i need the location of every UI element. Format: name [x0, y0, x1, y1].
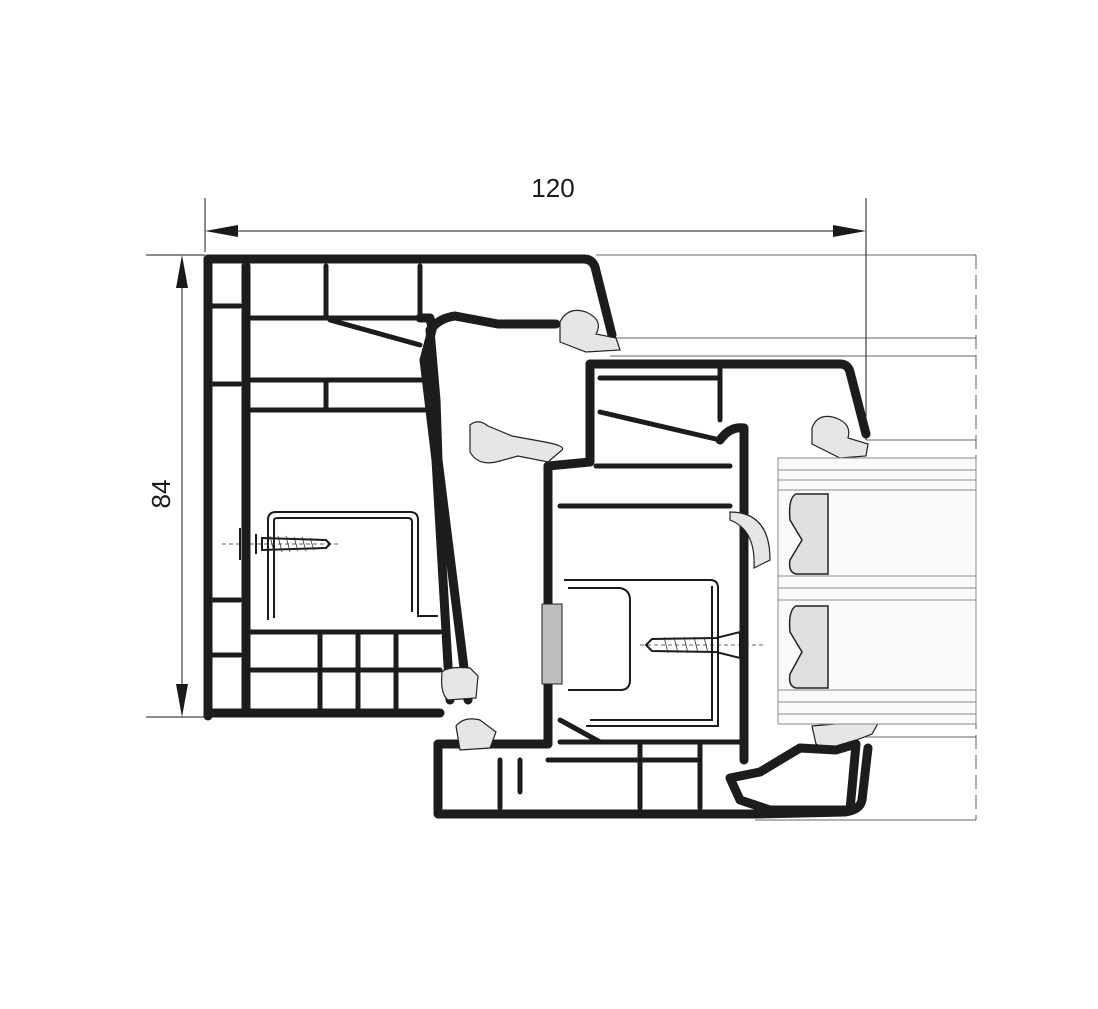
width-arrow-left [205, 225, 238, 237]
sash-profile [433, 359, 882, 819]
width-arrow-right [833, 225, 866, 237]
height-dimension: 84 [146, 254, 205, 718]
height-arrow-top [176, 255, 188, 288]
glazing-unit [777, 457, 977, 725]
height-arrow-bottom [176, 684, 188, 717]
spacer-lower [788, 605, 829, 689]
width-dimension-label: 120 [531, 173, 574, 203]
spacer-upper [788, 493, 829, 575]
width-dimension: 120 [204, 173, 867, 440]
height-dimension-label: 84 [146, 480, 176, 509]
frame-profile [203, 254, 621, 721]
